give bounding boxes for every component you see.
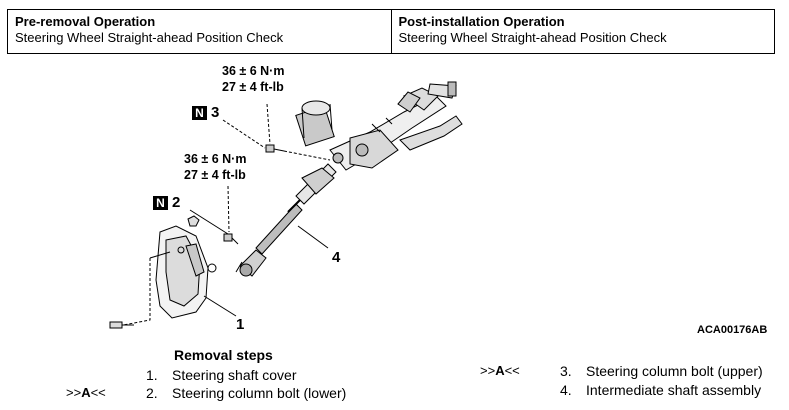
non-reusable-badge-3: N 3 (192, 104, 219, 121)
callout-4: 4 (332, 249, 341, 266)
intermediate-shaft (235, 163, 337, 277)
step-number: 2. (146, 385, 158, 401)
non-reusable-icon: N (192, 105, 207, 120)
operations-table: Pre-removal Operation Steering Wheel Str… (7, 9, 775, 54)
torque-upper-imperial: 27 ± 4 ft-lb (222, 80, 284, 94)
step-label: Steering column bolt (upper) (586, 363, 763, 379)
service-point-marker-step-3: >>A<< (480, 363, 520, 378)
pre-removal-title: Pre-removal Operation (15, 14, 156, 29)
torque-lower-metric: 36 ± 6 N·m (184, 152, 247, 166)
step-number: 3. (560, 363, 572, 379)
step-label: Steering shaft cover (172, 367, 297, 383)
pre-removal-text: Steering Wheel Straight-ahead Position C… (15, 30, 284, 45)
torque-lower-imperial: 27 ± 4 ft-lb (184, 168, 246, 182)
badge-number: 2 (172, 194, 181, 211)
callout-1-leader (203, 295, 237, 317)
badge-number: 3 (211, 104, 220, 121)
torque-upper-metric: 36 ± 6 N·m (222, 64, 285, 78)
removal-step-3: 3. Steering column bolt (upper) (560, 362, 763, 380)
post-installation-cell: Post-installation Operation Steering Whe… (390, 10, 775, 53)
steering-shaft-cover (109, 225, 217, 329)
removal-steps-title: Removal steps (174, 347, 273, 363)
non-reusable-badge-2: N 2 (153, 194, 180, 211)
post-installation-text: Steering Wheel Straight-ahead Position C… (398, 30, 667, 45)
upper-bolt (265, 144, 285, 153)
pre-removal-cell: Pre-removal Operation Steering Wheel Str… (8, 10, 391, 53)
callout-1: 1 (236, 316, 245, 333)
badge-2-leader (189, 209, 229, 235)
removal-step-2: 2. Steering column bolt (lower) (146, 384, 346, 402)
figure-code: ACA00176AB (697, 324, 768, 336)
torque-spec-upper: 36 ± 6 N·m 27 ± 4 ft-lb (222, 63, 284, 95)
step-label: Steering column bolt (lower) (172, 385, 347, 401)
torque-spec-lower: 36 ± 6 N·m 27 ± 4 ft-lb (184, 151, 246, 183)
step-number: 1. (146, 367, 158, 383)
post-installation-title: Post-installation Operation (398, 14, 565, 29)
steering-column (295, 81, 463, 171)
lower-bolt (223, 233, 239, 245)
service-point-marker-step-2: >>A<< (66, 385, 106, 400)
removal-step-1: 1. Steering shaft cover (146, 366, 297, 384)
step-number: 4. (560, 382, 572, 398)
removal-step-4: 4. Intermediate shaft assembly (560, 381, 761, 399)
step-label: Intermediate shaft assembly (586, 382, 762, 398)
callout-4-leader (297, 225, 329, 249)
leader-lines (222, 103, 331, 233)
nut (187, 215, 200, 227)
non-reusable-icon: N (153, 195, 168, 210)
